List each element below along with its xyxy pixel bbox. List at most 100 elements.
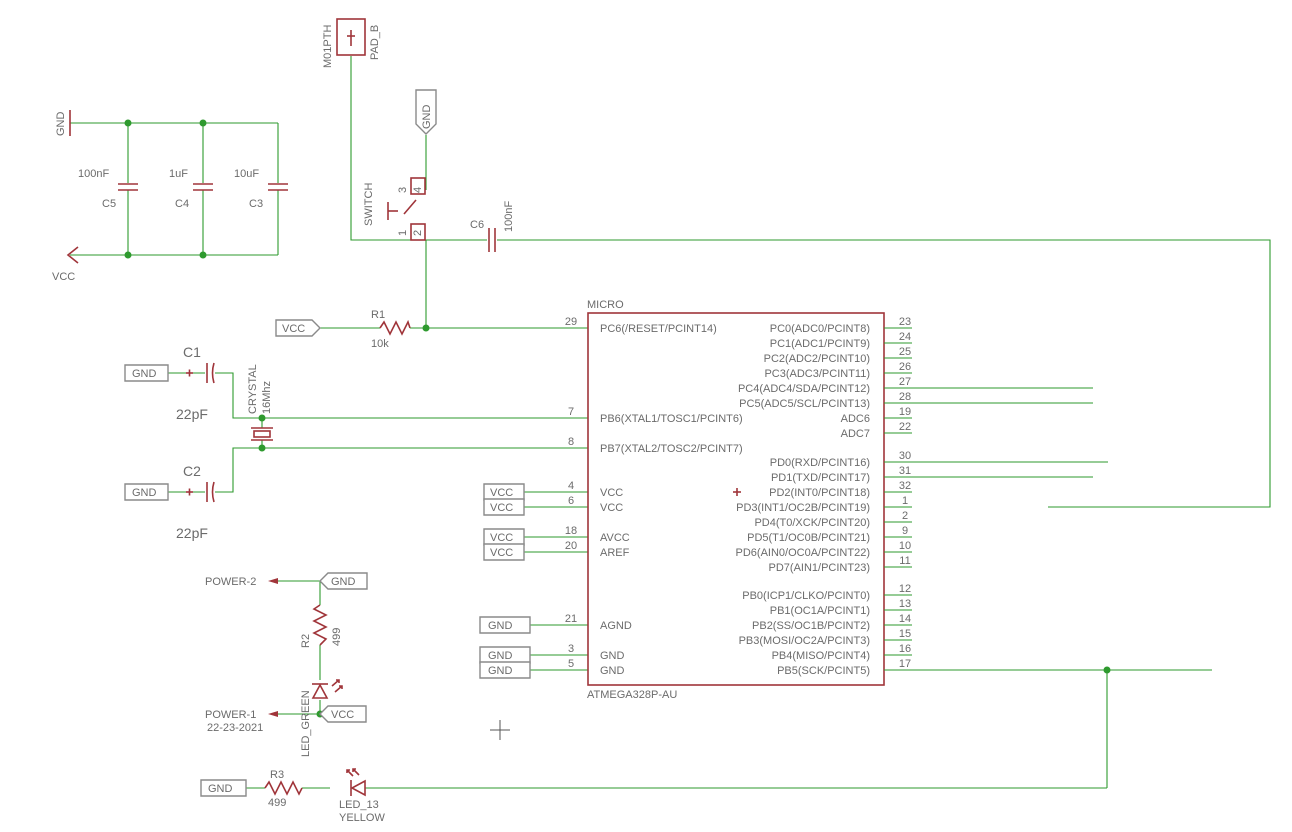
pin-label: PD5(T1/OC0B/PCINT21) [747,532,870,544]
power-gnd-label: GND [331,576,356,588]
capacitor-c3[interactable]: 10uF C3 [234,168,288,210]
pin-label: PB3(MOSI/OC2A/PCINT3) [739,635,870,647]
power-2-net[interactable]: POWER-2 [205,576,278,588]
vcc-label-pin18: VCC [490,532,513,544]
led-green[interactable]: LED_GREEN [300,679,343,757]
pin-number: 11 [899,555,910,567]
microcontroller[interactable]: MICRO ATMEGA328P-AU 29PC6(/RESET/PCINT14… [565,299,912,701]
c5-name: C5 [102,198,116,210]
capacitor-c5[interactable]: 100nF C5 [78,168,138,210]
pin-number: 17 [899,658,911,670]
crystal-16mhz[interactable]: CRYSTAL 16Mhz [247,364,273,441]
led13-value: YELLOW [339,812,385,824]
pin-number: 6 [568,495,574,507]
header-connector[interactable]: M01PTH PAD_B [322,18,381,68]
pin-number: 12 [899,583,911,595]
r1-value: 10k [371,338,389,350]
power-1-label: POWER-1 [205,709,256,721]
c2-name: C2 [183,463,201,479]
c5-value: 100nF [78,168,109,180]
pin-label: PC5(ADC5/SCL/PCINT13) [739,398,870,410]
capacitor-c4[interactable]: 1uF C4 [169,168,213,210]
r2-value: 499 [331,628,343,646]
pin-number: 5 [568,658,574,670]
pin-number: 3 [568,643,574,655]
vcc-label-pin6: VCC [490,502,513,514]
mcu-right-pins: 23PC0(ADC0/PCINT8)24PC1(ADC1/PCINT9)25PC… [736,316,912,677]
resistor-r3[interactable]: R3 499 [264,769,303,809]
gnd-symbol-top: GND [55,110,71,136]
vcc-port-r1: VCC [275,319,321,337]
vcc-label-pin4: VCC [490,487,513,499]
capacitor-c2[interactable]: GND C2 22pF [124,463,215,541]
pin-label: GND [600,650,625,662]
pin-label: PC3(ADC3/PCINT11) [764,368,870,380]
pin-number: 28 [899,391,911,403]
mcu-name: MICRO [587,299,624,311]
r1-vcc-label: VCC [282,323,305,335]
pin-label: VCC [600,487,623,499]
gnd-port-switch: GND [415,89,437,135]
connector-name: M01PTH [322,25,334,68]
resistor-r1[interactable]: VCC R1 10k [275,309,411,350]
pin-label: PD2(INT0/PCINT18) [769,487,870,499]
capacitor-c1[interactable]: GND C1 22pF [124,344,215,422]
c1-name: C1 [183,344,201,360]
power-1-net[interactable]: POWER-1 22-23-2021 [205,709,278,734]
led13-name: LED_13 [339,799,379,811]
pin-number: 22 [899,421,911,433]
pin-number: 14 [899,613,911,625]
gnd-port-power: GND [319,572,368,590]
vcc-port-pin18: VCC [483,528,525,546]
led-green-name: LED_GREEN [300,690,312,757]
mcu-value: ATMEGA328P-AU [587,689,677,701]
pin-label: PB5(SCK/PCINT5) [777,665,870,677]
resistor-r2[interactable]: R2 499 [300,604,343,648]
led-13[interactable]: LED_13 YELLOW [339,768,385,824]
pin-number: 16 [899,643,911,655]
pin-label: PC4(ADC4/SDA/PCINT12) [738,383,870,395]
gnd-port-pin3: GND [479,646,531,664]
power-section: POWER-2 GND R2 499 LED_GREEN POWER-1 22-… [205,572,368,757]
pin-number: 10 [899,540,911,552]
gnd-label-pin21: GND [488,620,513,632]
gnd-port-pin21: GND [479,616,531,634]
decoupling-section: GND VCC 100nF C5 1uF C4 10uF C3 [52,110,288,283]
crystal-value: 16Mhz [261,381,273,414]
reset-switch[interactable]: GND SWITCH 3 4 1 2 [363,89,437,241]
connector-value: PAD_B [369,25,381,60]
capacitor-c6[interactable]: C6 100nF [470,201,515,252]
